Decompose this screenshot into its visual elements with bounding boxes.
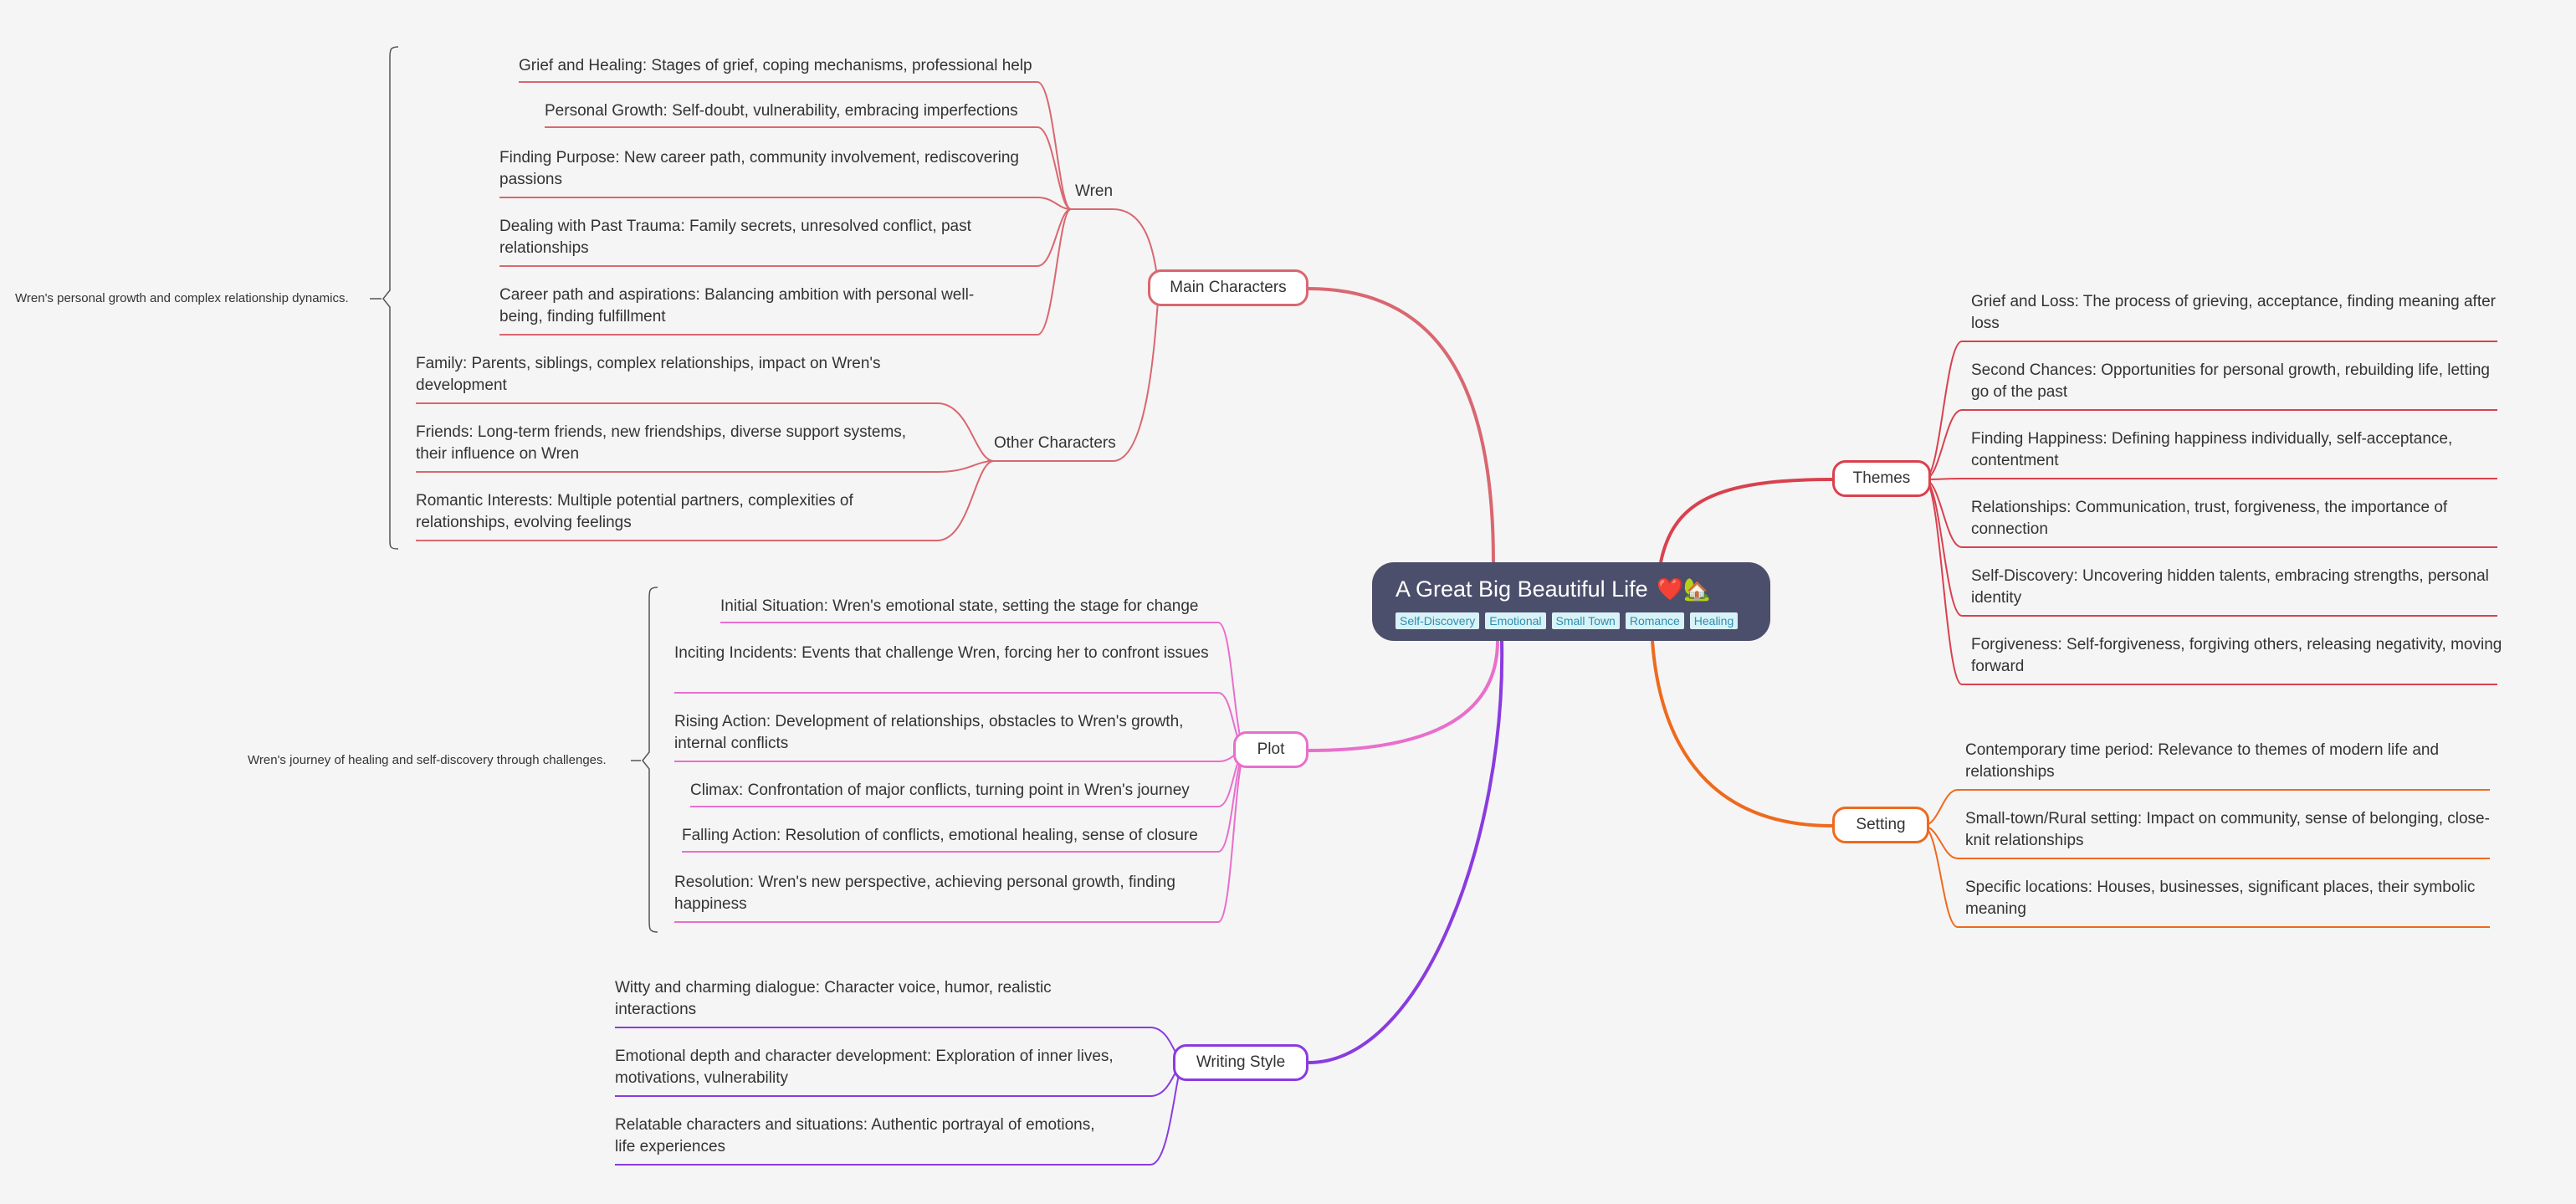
branch-writing-style[interactable]: Writing Style [1173, 1044, 1308, 1081]
connector-wren-leaf [519, 81, 1072, 210]
summary-bracket-main-characters [382, 46, 399, 550]
summary-main-characters: Wren's personal growth and complex relat… [15, 291, 349, 305]
subtopic-wren[interactable]: Wren [1075, 182, 1114, 200]
connector-wren-leaf [499, 197, 1072, 210]
connector-other-characters [987, 288, 1160, 462]
leaf-second-chances[interactable]: Second Chances: Opportunities for person… [1971, 361, 2490, 401]
summary-plot: Wren's journey of healing and self-disco… [248, 753, 607, 767]
connector-wren [1071, 208, 1160, 289]
connector-other-leaf [416, 460, 995, 473]
leaf-relationships[interactable]: Relationships: Communication, trust, for… [1971, 499, 2448, 538]
leaf-grief-and-loss[interactable]: Grief and Loss: The process of grieving,… [1971, 293, 2497, 332]
leaf-finding-purpose[interactable]: Finding Purpose: New career path, commun… [499, 149, 1019, 188]
connector-other-leaf [416, 402, 995, 462]
tag-healing[interactable]: Healing [1689, 612, 1739, 629]
leaf-family[interactable]: Family: Parents, siblings, complex relat… [416, 355, 881, 394]
tag-romance[interactable]: Romance [1625, 612, 1684, 629]
leaf-initial-situation[interactable]: Initial Situation: Wren's emotional stat… [720, 597, 1199, 615]
summary-bracket-plot [642, 587, 658, 933]
connector-main-characters [1308, 287, 1495, 563]
tag-emotional[interactable]: Emotional [1485, 612, 1546, 629]
connector-setting [1651, 640, 1833, 827]
central-topic-title: A Great Big Beautiful Life [1396, 576, 1648, 602]
connector-plot [1308, 640, 1499, 752]
leaf-personal-growth[interactable]: Personal Growth: Self-doubt, vulnerabili… [545, 102, 1018, 120]
connector-wren-leaf [499, 208, 1072, 336]
leaf-rising-action[interactable]: Rising Action: Development of relationsh… [674, 713, 1184, 752]
subtopic-other-characters[interactable]: Other Characters [994, 434, 1116, 452]
connector-other-leaf [416, 460, 995, 541]
connector-themes-leaf [1923, 479, 2497, 685]
leaf-forgiveness[interactable]: Forgiveness: Self-forgiveness, forgiving… [1971, 636, 2502, 675]
branch-themes[interactable]: Themes [1832, 460, 1931, 497]
leaf-witty-dialogue[interactable]: Witty and charming dialogue: Character v… [615, 979, 1052, 1018]
leaf-contemporary-time[interactable]: Contemporary time period: Relevance to t… [1965, 741, 2440, 781]
connector-themes [1659, 478, 1833, 563]
leaf-small-town-setting[interactable]: Small-town/Rural setting: Impact on comm… [1965, 810, 2490, 849]
heart-house-emoji-icon: ❤️🏡 [1657, 576, 1711, 602]
leaf-friends[interactable]: Friends: Long-term friends, new friendsh… [416, 423, 907, 463]
leaf-specific-locations[interactable]: Specific locations: Houses, businesses, … [1965, 879, 2476, 918]
leaf-relatable-characters[interactable]: Relatable characters and situations: Aut… [615, 1116, 1095, 1155]
branch-plot[interactable]: Plot [1233, 731, 1308, 768]
connector-wren-leaf [499, 208, 1072, 267]
leaf-romantic-interests[interactable]: Romantic Interests: Multiple potential p… [416, 492, 853, 531]
connector-wren-leaf [545, 126, 1072, 210]
leaf-resolution[interactable]: Resolution: Wren's new perspective, achi… [674, 874, 1175, 913]
leaf-finding-happiness[interactable]: Finding Happiness: Defining happiness in… [1971, 430, 2453, 469]
leaf-falling-action[interactable]: Falling Action: Resolution of conflicts,… [682, 827, 1198, 844]
branch-setting[interactable]: Setting [1832, 807, 1929, 843]
leaf-climax[interactable]: Climax: Confrontation of major conflicts… [690, 781, 1190, 799]
leaf-emotional-depth[interactable]: Emotional depth and character developmen… [615, 1048, 1114, 1087]
tag-self-discovery[interactable]: Self-Discovery [1396, 612, 1480, 629]
leaf-past-trauma[interactable]: Dealing with Past Trauma: Family secrets… [499, 218, 971, 257]
leaf-self-discovery[interactable]: Self-Discovery: Uncovering hidden talent… [1971, 567, 2489, 607]
leaf-inciting-incidents[interactable]: Inciting Incidents: Events that challeng… [674, 644, 1209, 662]
tag-small-town[interactable]: Small Town [1551, 612, 1620, 629]
leaf-grief-and-healing[interactable]: Grief and Healing: Stages of grief, copi… [519, 57, 1032, 74]
connector-writing-style [1308, 640, 1504, 1064]
central-topic-tags: Self-Discovery Emotional Small Town Roma… [1396, 612, 1739, 629]
central-topic[interactable]: A Great Big Beautiful Life ❤️🏡 Self-Disc… [1372, 562, 1770, 641]
leaf-career-path[interactable]: Career path and aspirations: Balancing a… [499, 286, 975, 325]
branch-main-characters[interactable]: Main Characters [1148, 269, 1308, 306]
